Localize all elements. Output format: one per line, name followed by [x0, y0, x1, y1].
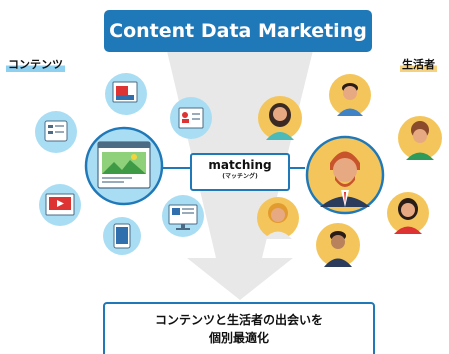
result-box: コンテンツと生活者の出会いを 個別最適化 [103, 302, 375, 354]
image-upload-icon [105, 73, 147, 115]
person-man-2-icon [316, 223, 360, 267]
document-person-icon [170, 97, 212, 139]
result-line-1: コンテンツと生活者の出会いを [154, 313, 323, 327]
matching-box: matching (マッチング) [190, 153, 290, 191]
person-woman-3-icon [257, 197, 299, 239]
matching-label: matching [208, 158, 272, 172]
chat-window-icon [35, 111, 77, 153]
person-woman-1-icon [258, 96, 302, 140]
page-title: Content Data Marketing [104, 10, 372, 52]
person-woman-4-icon [387, 192, 429, 234]
contents-label: コンテンツ [6, 58, 65, 72]
monitor-chart-icon [162, 195, 204, 237]
tablet-icon [103, 217, 141, 255]
person-woman-2-icon [398, 116, 442, 160]
person-man-featured-icon [305, 135, 385, 215]
matching-sublabel: (マッチング) [222, 173, 258, 180]
person-man-1-icon [329, 74, 371, 116]
web-page-image-icon [84, 126, 164, 206]
result-line-2: 個別最適化 [208, 331, 269, 345]
consumers-label: 生活者 [400, 58, 437, 72]
video-player-icon [39, 184, 81, 226]
